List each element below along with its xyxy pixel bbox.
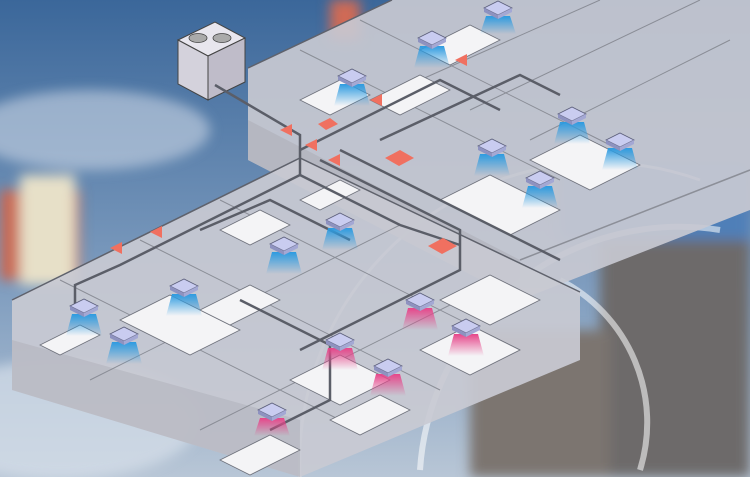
heating-indoor-units [254, 292, 484, 436]
outdoor-condenser-unit [176, 21, 247, 101]
cooling-indoor-units [66, 0, 638, 364]
flow-arrows [110, 54, 467, 254]
refrigerant-pipes [73, 73, 561, 432]
